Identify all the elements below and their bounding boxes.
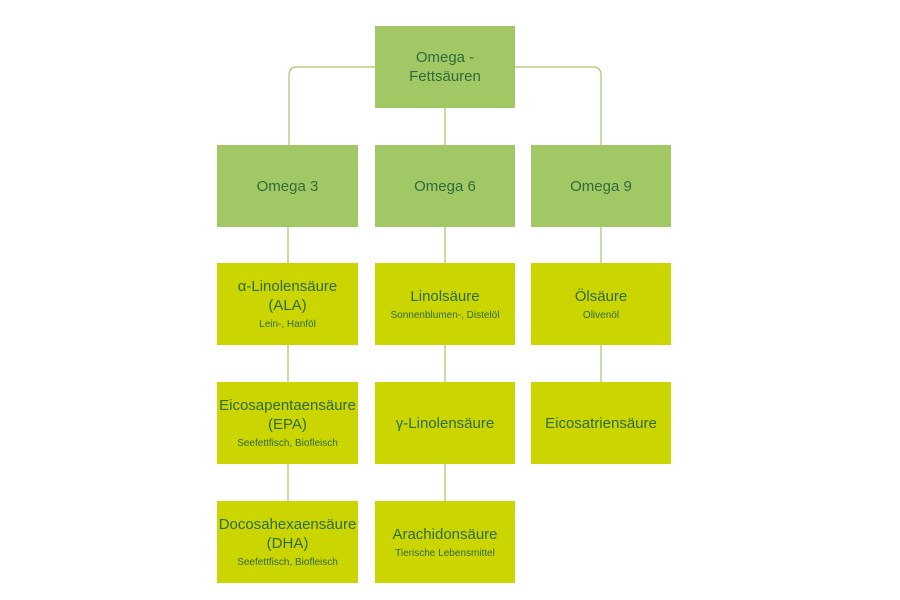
connector-root-omega9 (515, 66, 602, 145)
linoleic-acid-sources: Sonnenblumen-, Distelöl (390, 309, 500, 321)
omega-3-box: Omega 3 (217, 145, 358, 227)
ala-title: α-Linolensäure (ALA) (237, 278, 338, 314)
oleic-acid-title: Ölsäure (574, 287, 628, 305)
arachidonic-acid-box: Arachidonsäure Tierische Lebensmittel (375, 501, 515, 583)
eicosatrienoic-acid-box: Eicosatriensäure (531, 382, 671, 464)
ala-box: α-Linolensäure (ALA) Lein-, Hanföl (217, 263, 358, 345)
root-title: Omega - Fettsäuren (409, 49, 481, 85)
dha-title: Docosahexaensäure (DHA) (218, 516, 357, 552)
oleic-acid-box: Ölsäure Olivenöl (531, 263, 671, 345)
epa-sources: Seefettfisch, Biofleisch (237, 438, 338, 449)
omega-6-title: Omega 6 (414, 177, 476, 195)
dha-box: Docosahexaensäure (DHA) Seefettfisch, Bi… (217, 501, 358, 583)
omega-fatty-acids-root-box: Omega - Fettsäuren (375, 26, 515, 108)
omega-9-box: Omega 9 (531, 145, 671, 227)
ala-sources: Lein-, Hanföl (259, 319, 316, 330)
gamma-linolenic-acid-box: γ-Linolensäure (375, 382, 515, 464)
linoleic-acid-box: Linolsäure Sonnenblumen-, Distelöl (375, 263, 515, 345)
dha-sources: Seefettfisch, Biofleisch (237, 557, 338, 568)
eicosatrienoic-acid-title: Eicosatriensäure (545, 414, 657, 432)
linoleic-acid-title: Linolsäure (410, 287, 480, 305)
omega-6-box: Omega 6 (375, 145, 515, 227)
epa-title: Eicosapentaensäure (EPA) (219, 397, 356, 433)
omega-3-title: Omega 3 (256, 177, 319, 195)
omega-9-title: Omega 9 (570, 177, 632, 195)
epa-box: Eicosapentaensäure (EPA) Seefettfisch, B… (217, 382, 358, 464)
connector-root-omega3 (288, 66, 375, 145)
gamma-linolenic-acid-title: γ-Linolensäure (395, 414, 495, 432)
arachidonic-acid-title: Arachidonsäure (392, 525, 498, 543)
oleic-acid-sources: Olivenöl (582, 309, 620, 321)
arachidonic-acid-sources: Tierische Lebensmittel (395, 547, 495, 559)
